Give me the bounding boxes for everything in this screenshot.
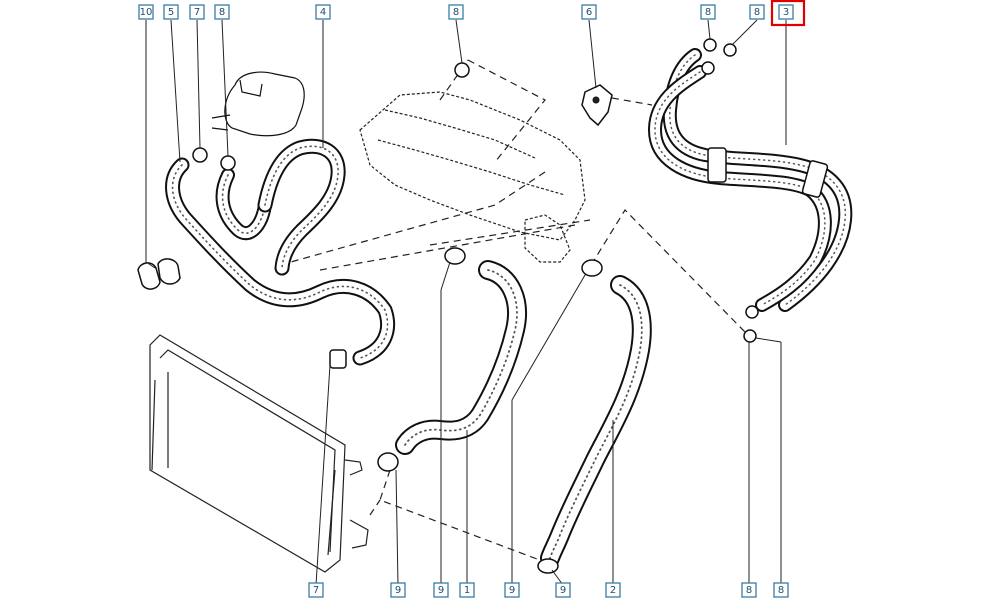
hose-5[interactable] (165, 157, 396, 366)
svg-text:9: 9 (560, 585, 566, 596)
clamp-9-a[interactable] (444, 247, 466, 265)
svg-text:8: 8 (219, 7, 225, 18)
callout-9-a[interactable]: 9 (390, 582, 406, 598)
callout-8-engine[interactable]: 8 (448, 4, 464, 20)
callout-2[interactable]: 2 (605, 582, 621, 598)
clamp-9-b[interactable] (581, 259, 603, 277)
clamp-8-e[interactable] (743, 329, 757, 343)
svg-text:8: 8 (453, 7, 459, 18)
hose-2[interactable] (540, 275, 652, 568)
clamp-7-bottom[interactable] (329, 349, 347, 369)
svg-text:9: 9 (509, 585, 515, 596)
svg-text:9: 9 (395, 585, 401, 596)
callouts-bottom: 7 9 9 1 9 9 2 8 (308, 582, 789, 598)
callouts-top: 10 5 7 8 4 8 6 8 (138, 0, 806, 27)
callout-7-bottom[interactable]: 7 (308, 582, 324, 598)
svg-text:2: 2 (610, 585, 616, 596)
hose-small-tank[interactable] (215, 168, 272, 241)
clamp-9-c[interactable] (377, 452, 399, 472)
svg-text:8: 8 (705, 7, 711, 18)
svg-text:7: 7 (194, 7, 200, 18)
callout-8-right-b[interactable]: 8 (749, 4, 765, 20)
callout-3-selected[interactable]: 3 (770, 0, 806, 27)
selection-highlight (770, 0, 806, 27)
engine-block (359, 91, 586, 263)
radiator (149, 334, 369, 573)
callout-5[interactable]: 5 (163, 4, 179, 20)
svg-text:8: 8 (754, 7, 760, 18)
callout-7[interactable]: 7 (189, 4, 205, 20)
leader-lines (145, 19, 787, 586)
clamp-8-d[interactable] (745, 305, 759, 319)
svg-text:7: 7 (313, 585, 319, 596)
svg-text:10: 10 (140, 7, 153, 18)
clamp-8-engine[interactable] (454, 62, 470, 78)
callout-4[interactable]: 4 (315, 4, 331, 20)
clamp-7-top[interactable] (192, 147, 208, 163)
svg-text:5: 5 (168, 7, 174, 18)
callout-9-d[interactable]: 9 (555, 582, 571, 598)
hose-3[interactable] (648, 48, 853, 312)
clamp-8-b[interactable] (723, 43, 737, 57)
svg-text:6: 6 (586, 7, 592, 18)
clamp-9-d[interactable] (537, 558, 559, 574)
svg-text:3: 3 (783, 7, 789, 18)
svg-text:8: 8 (746, 585, 752, 596)
callout-9-c[interactable]: 9 (504, 582, 520, 598)
clamps (137, 38, 759, 574)
clamp-8-a[interactable] (703, 38, 717, 52)
callout-8[interactable]: 8 (214, 4, 230, 20)
svg-text:9: 9 (438, 585, 444, 596)
hose-1[interactable] (395, 260, 527, 455)
svg-text:4: 4 (320, 7, 326, 18)
callout-9-b[interactable]: 9 (433, 582, 449, 598)
svg-text:1: 1 (464, 585, 470, 596)
callout-1[interactable]: 1 (459, 582, 475, 598)
fitting-6[interactable] (581, 84, 613, 127)
clamp-8-top[interactable] (220, 155, 236, 171)
hose-4[interactable] (257, 138, 346, 276)
callout-8-bottom-a[interactable]: 8 (741, 582, 757, 598)
callout-8-bottom-b[interactable]: 8 (773, 582, 789, 598)
callout-6[interactable]: 6 (581, 4, 597, 20)
svg-text:8: 8 (778, 585, 784, 596)
clamp-10[interactable] (137, 258, 181, 290)
callout-10[interactable]: 10 (138, 4, 154, 20)
callout-8-right-a[interactable]: 8 (700, 4, 716, 20)
clamp-8-c[interactable] (701, 61, 715, 75)
